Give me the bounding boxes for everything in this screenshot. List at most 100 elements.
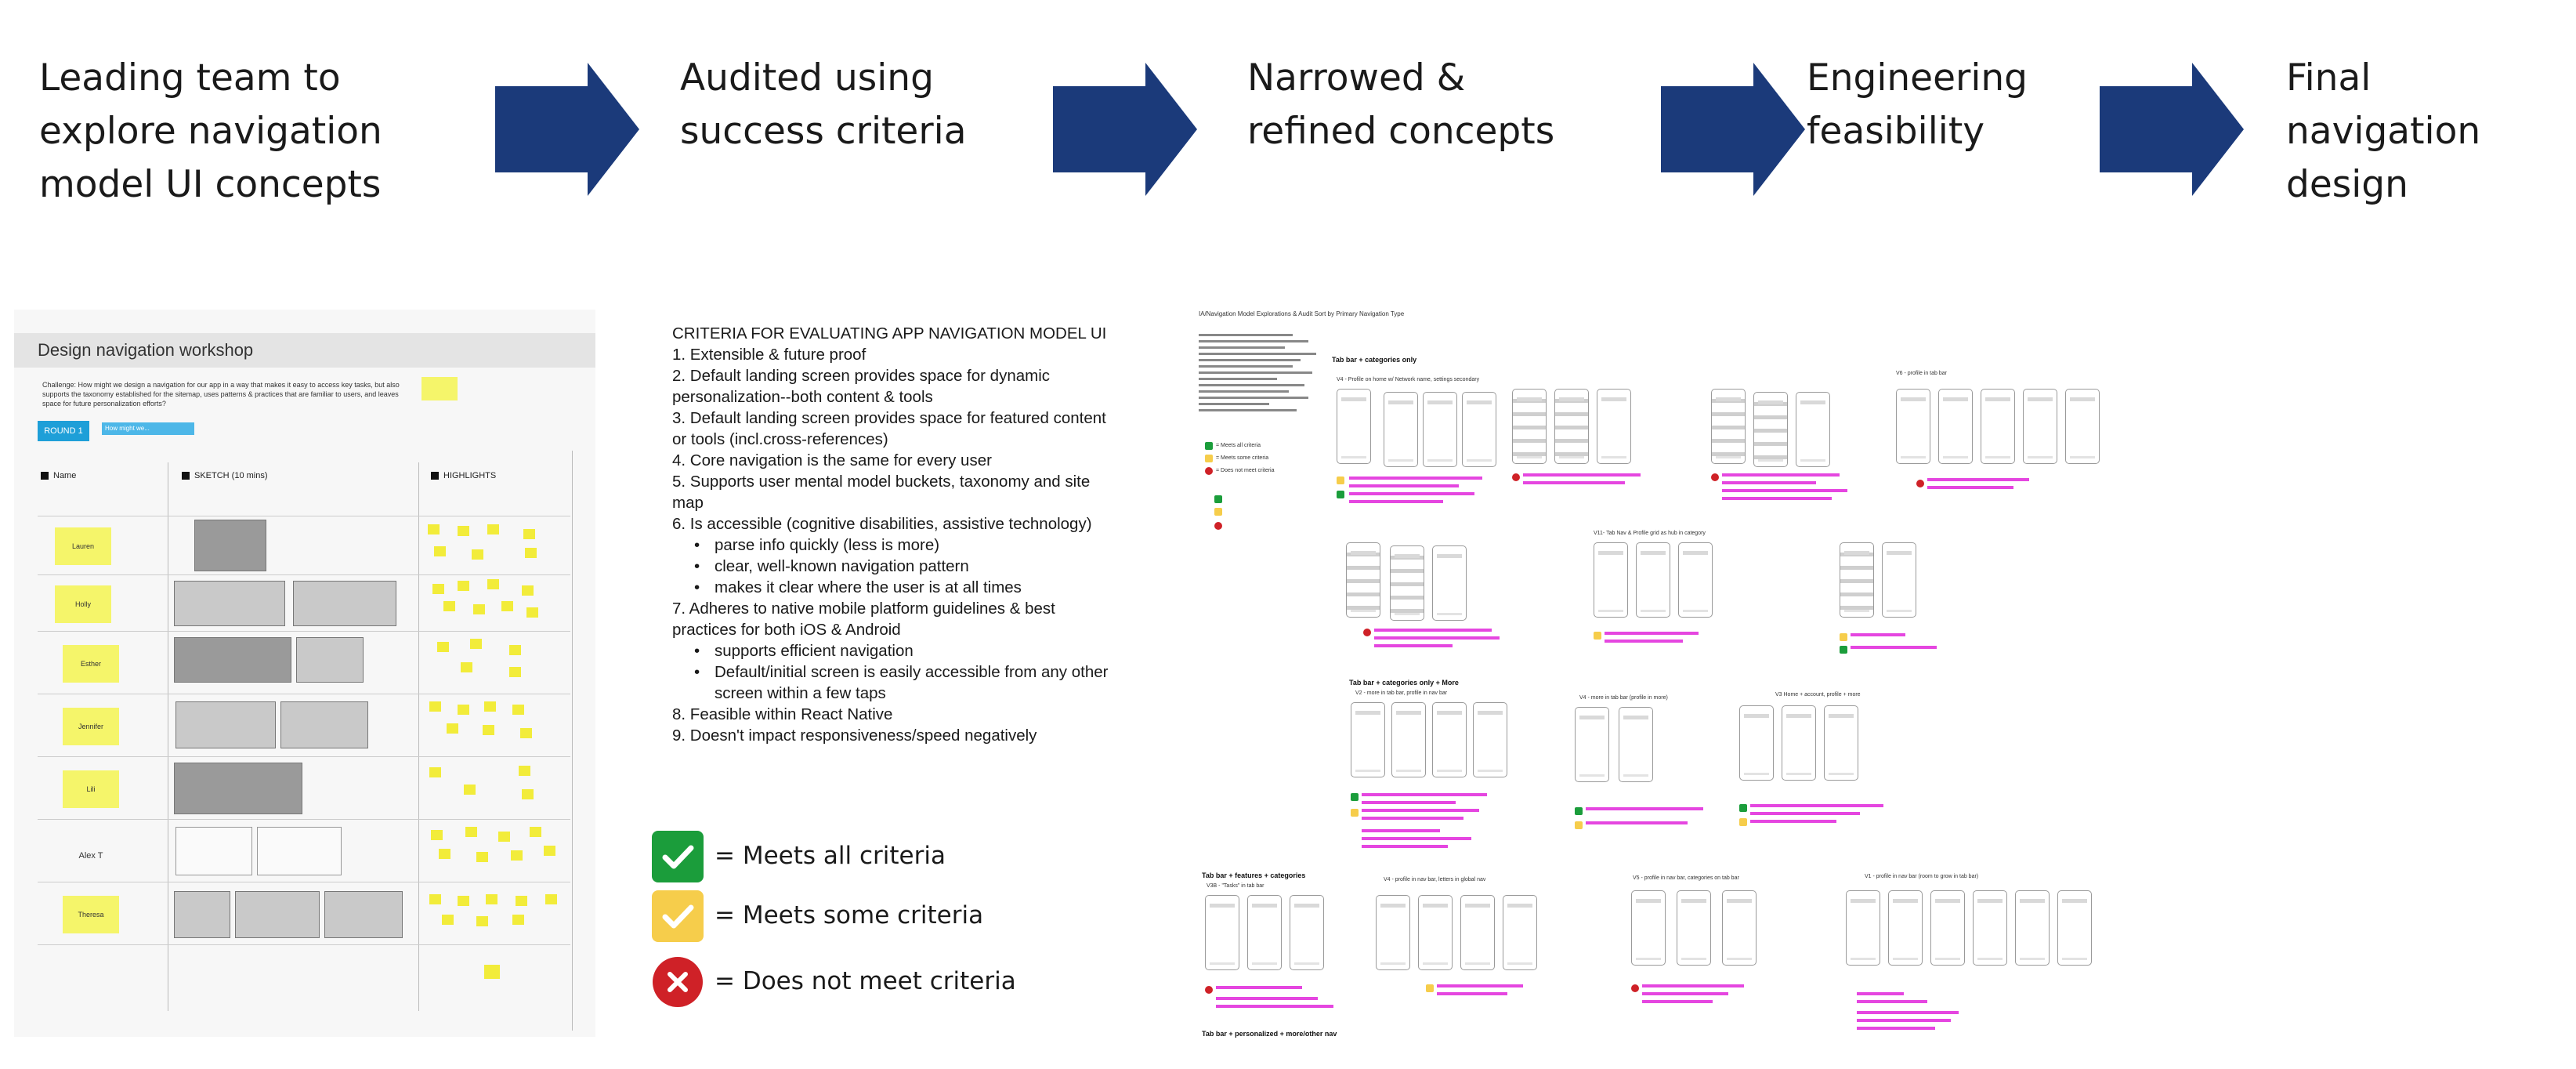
column-label: Name bbox=[53, 471, 77, 480]
highlight-sticky bbox=[461, 662, 472, 672]
sketch-photo bbox=[174, 581, 285, 626]
highlight-sticky bbox=[428, 524, 440, 534]
review-note bbox=[1750, 804, 1883, 807]
highlight-sticky bbox=[458, 526, 469, 536]
phone-wireframe bbox=[1554, 389, 1589, 464]
review-note bbox=[1362, 793, 1487, 796]
phone-wireframe bbox=[1636, 542, 1670, 618]
intro-text-line bbox=[1199, 340, 1308, 342]
sketch-photo bbox=[175, 701, 276, 748]
phone-wireframe bbox=[1512, 389, 1547, 464]
review-note bbox=[1857, 1011, 1959, 1014]
highlight-sticky bbox=[483, 725, 494, 735]
red-x-icon bbox=[1214, 522, 1222, 530]
intro-text-line bbox=[1199, 397, 1308, 399]
phone-wireframe bbox=[1973, 890, 2007, 966]
green-check-icon bbox=[1214, 495, 1222, 503]
red-x-icon bbox=[1711, 473, 1719, 481]
step-5-label: Final navigation design bbox=[2286, 56, 2481, 206]
hmw-tag: How might we... bbox=[102, 422, 194, 435]
review-note bbox=[1362, 809, 1479, 812]
criterion-item: 8. Feasible within React Native bbox=[672, 705, 893, 723]
criterion-subitem: supports efficient navigation bbox=[694, 640, 1111, 661]
phone-wireframe bbox=[1631, 890, 1666, 966]
phone-wireframe bbox=[1351, 702, 1385, 777]
intro-text-line bbox=[1199, 334, 1293, 336]
section-heading: Tab bar + categories only + More bbox=[1349, 679, 1459, 687]
phone-wireframe bbox=[1796, 392, 1830, 467]
highlight-sticky bbox=[526, 607, 538, 618]
intro-text-line bbox=[1199, 403, 1269, 405]
concept-title: V4 - more in tab bar (profile in more) bbox=[1579, 695, 1668, 701]
column-label: HIGHLIGHTS bbox=[443, 471, 497, 480]
sketch-photo bbox=[293, 581, 396, 626]
legend-label: = Meets all criteria bbox=[715, 842, 946, 870]
highlight-sticky bbox=[470, 639, 482, 649]
highlight-sticky bbox=[545, 894, 557, 904]
phone-wireframe bbox=[1462, 392, 1496, 467]
review-note bbox=[1857, 1000, 1927, 1003]
participant-name: Lauren bbox=[71, 542, 95, 550]
concept-title: V3B - "Tasks" in tab bar bbox=[1207, 883, 1264, 889]
column-number bbox=[41, 472, 49, 480]
step-1-label: Leading team to explore navigation model… bbox=[39, 56, 382, 206]
concept-title: V6 - profile in tab bar bbox=[1896, 371, 1947, 376]
sketch-photo bbox=[257, 827, 342, 875]
review-note bbox=[1586, 821, 1688, 824]
grid-divider bbox=[572, 451, 573, 1031]
highlight-sticky bbox=[487, 579, 499, 589]
review-note bbox=[1851, 633, 1905, 636]
grid-row-line bbox=[38, 944, 570, 945]
right-arrow-icon bbox=[495, 63, 639, 196]
participant-name: Esther bbox=[80, 660, 101, 668]
concept-title: V2 - more in tab bar, profile in nav bar bbox=[1355, 690, 1448, 696]
phone-wireframe bbox=[1981, 389, 2015, 464]
review-note bbox=[1642, 992, 1728, 995]
green-check-icon bbox=[1575, 807, 1583, 815]
review-note bbox=[1362, 845, 1448, 848]
red-x-icon bbox=[1512, 473, 1520, 481]
criterion-item: 1. Extensible & future proof bbox=[672, 346, 867, 364]
review-note bbox=[1437, 984, 1523, 987]
participant-sticky bbox=[63, 896, 119, 933]
green-check-icon bbox=[1337, 491, 1344, 498]
red-x-icon bbox=[1205, 986, 1213, 994]
phone-wireframe bbox=[1597, 389, 1631, 464]
workshop-challenge: Challenge: How might we design a navigat… bbox=[42, 381, 400, 408]
highlight-sticky bbox=[437, 642, 449, 652]
review-note bbox=[1605, 632, 1699, 635]
yellow-check-icon bbox=[1426, 984, 1434, 992]
green-check-icon bbox=[1840, 646, 1847, 654]
review-note bbox=[1437, 992, 1507, 995]
sketch-photo bbox=[174, 763, 302, 814]
highlight-sticky bbox=[432, 584, 444, 594]
review-note bbox=[1851, 646, 1937, 649]
yellow-check-icon bbox=[1205, 455, 1213, 462]
phone-wireframe bbox=[1722, 890, 1757, 966]
green-check-icon bbox=[1351, 793, 1359, 801]
phone-wireframe bbox=[1840, 542, 1874, 618]
highlight-sticky bbox=[509, 645, 521, 655]
review-note bbox=[1722, 497, 1832, 500]
red-x-icon bbox=[1363, 629, 1371, 636]
criterion-item: 6. Is accessible (cognitive disabilities… bbox=[672, 515, 1092, 533]
criteria-title: CRITERIA FOR EVALUATING APP NAVIGATION M… bbox=[672, 324, 1107, 342]
mini-legend-label: = Meets all criteria bbox=[1216, 443, 1261, 448]
grid-row-line bbox=[38, 631, 570, 632]
intro-text-line bbox=[1199, 365, 1293, 368]
yellow-check-icon bbox=[1337, 477, 1344, 484]
grid-row-line bbox=[38, 756, 570, 757]
highlight-sticky bbox=[487, 524, 499, 534]
highlight-sticky bbox=[429, 767, 441, 777]
highlight-sticky bbox=[519, 766, 530, 776]
review-note bbox=[1362, 837, 1471, 840]
review-note bbox=[1750, 812, 1860, 815]
criteria-list: CRITERIA FOR EVALUATING APP NAVIGATION M… bbox=[672, 323, 1111, 746]
phone-wireframe bbox=[1782, 705, 1816, 781]
phone-wireframe bbox=[1290, 895, 1324, 970]
column-header-highlights: HIGHLIGHTS bbox=[431, 471, 496, 480]
sketch-photo bbox=[296, 637, 364, 683]
sketch-photo bbox=[174, 891, 230, 938]
phone-wireframe bbox=[1346, 542, 1380, 618]
review-note bbox=[1722, 481, 1816, 484]
